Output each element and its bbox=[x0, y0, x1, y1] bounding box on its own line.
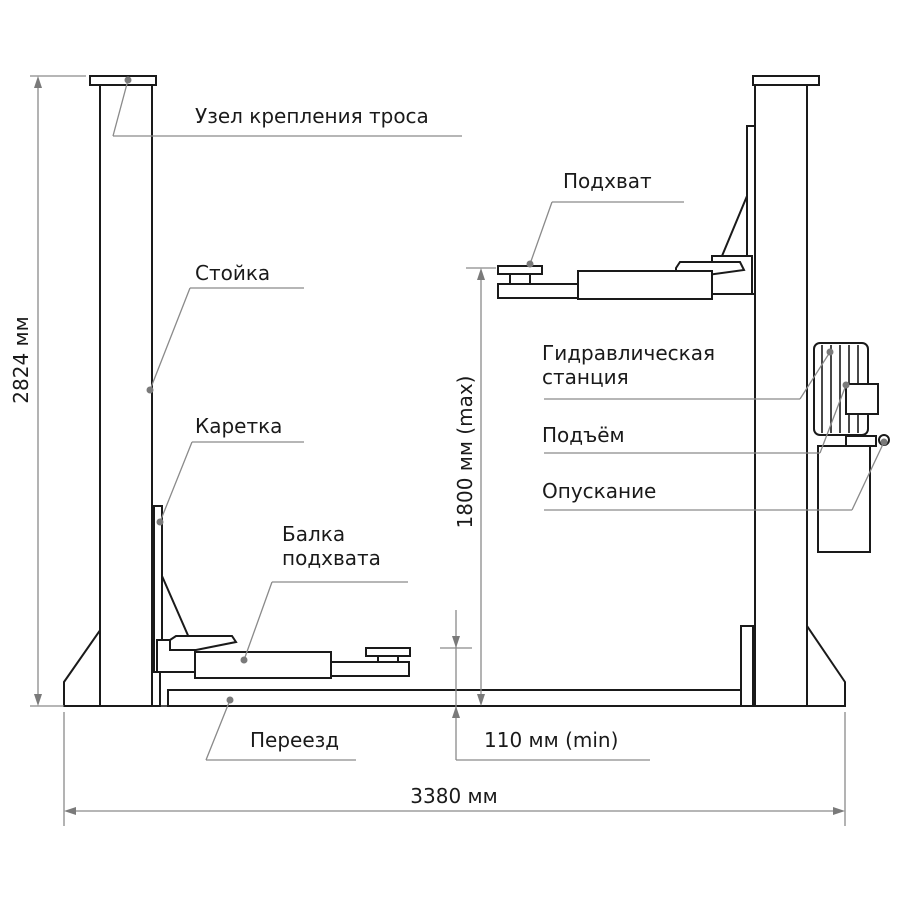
label-hydraulic-line2: станция bbox=[542, 365, 629, 389]
right-arm-raised bbox=[497, 265, 713, 300]
leader-crossover bbox=[205, 696, 356, 761]
dimension-height-text: 2824 мм bbox=[9, 316, 33, 403]
label-arm-beam-line1: Балка bbox=[282, 522, 345, 546]
label-cable-mount: Узел крепления троса bbox=[195, 104, 429, 128]
leader-lift-pad bbox=[526, 201, 684, 268]
left-arm-lowered bbox=[194, 647, 411, 679]
dimension-width-text: 3380 мм bbox=[410, 784, 497, 808]
leader-arm-beam bbox=[240, 581, 408, 664]
leader-cable-mount bbox=[112, 76, 462, 137]
label-arm-beam-line2: подхвата bbox=[282, 546, 381, 570]
leader-column bbox=[146, 287, 304, 394]
label-lift-pad: Подхват bbox=[563, 169, 652, 193]
leader-carriage bbox=[156, 441, 304, 526]
leader-lift bbox=[544, 381, 850, 454]
dimension-lift-max bbox=[466, 267, 496, 706]
leader-lower bbox=[544, 438, 888, 511]
right-column bbox=[752, 75, 820, 707]
crossover-plate bbox=[167, 689, 742, 707]
label-lower: Опускание bbox=[542, 479, 656, 503]
label-hydraulic-line1: Гидравлическая bbox=[542, 341, 715, 365]
label-lift: Подъём bbox=[542, 423, 625, 447]
label-crossover: Переезд bbox=[250, 728, 339, 752]
dimension-lift-min-text: 110 мм (min) bbox=[484, 728, 618, 752]
label-column: Стойка bbox=[195, 261, 270, 285]
dimension-height bbox=[30, 75, 86, 707]
left-carriage bbox=[153, 505, 238, 673]
right-carriage bbox=[675, 125, 756, 295]
dimension-lift-max-text: 1800 мм (max) bbox=[453, 376, 477, 529]
label-carriage: Каретка bbox=[195, 414, 282, 438]
leader-hydraulic-station bbox=[544, 348, 834, 400]
hydraulic-station bbox=[813, 342, 890, 553]
dimension-width bbox=[63, 712, 846, 826]
dimension-lift-min bbox=[440, 610, 650, 761]
left-column bbox=[89, 75, 157, 707]
